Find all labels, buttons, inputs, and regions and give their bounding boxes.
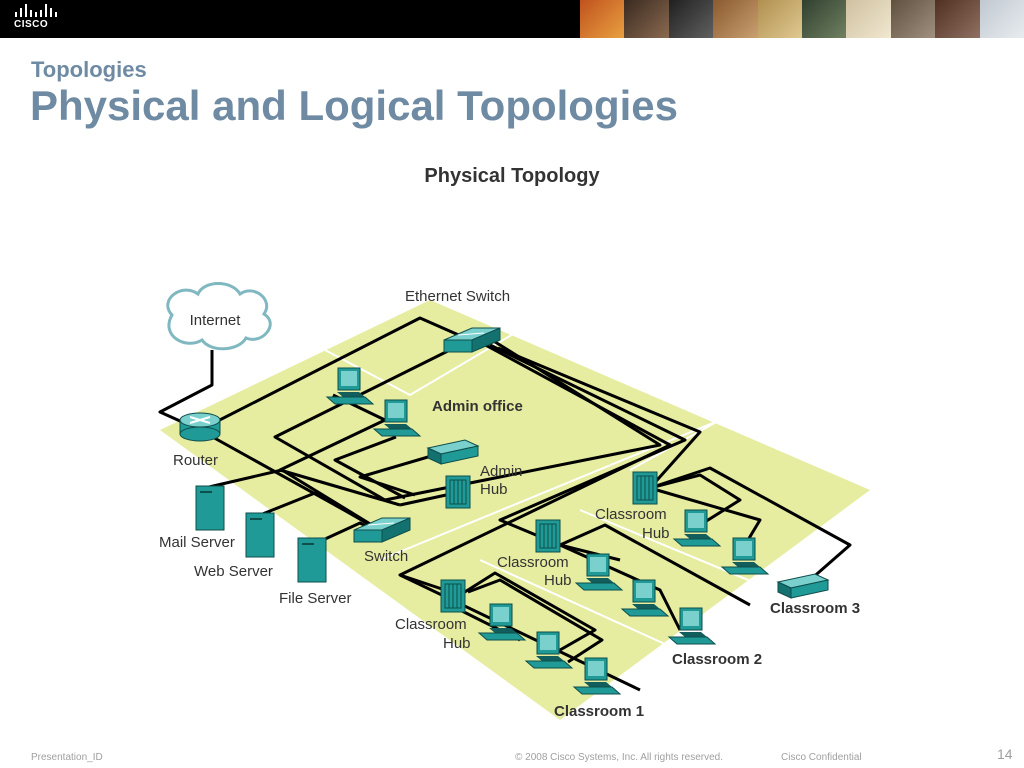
classroom-2-hub-label: Classroom [497, 554, 569, 571]
classroom-3-printer-icon [776, 573, 830, 599]
classroom-2-hub-label: Hub [544, 572, 572, 589]
admin-office-label: Admin office [432, 398, 523, 415]
room-wall [379, 419, 721, 561]
page-number: 14 [997, 746, 1013, 762]
classroom-2-hub-icon [535, 519, 561, 553]
classroom-3-hub-label: Classroom [595, 506, 667, 523]
header-photo [935, 0, 980, 38]
file-server-icon [297, 537, 327, 583]
header-photo [890, 0, 936, 38]
page-title: Physical and Logical Topologies [30, 82, 679, 129]
copyright-notice: © 2008 Cisco Systems, Inc. All rights re… [515, 752, 724, 763]
confidential-notice: Cisco Confidential [781, 752, 862, 763]
web-server-label: Web Server [194, 563, 273, 580]
physical-topology-diagram: Physical Topology Internet Ethernet Swit… [158, 165, 870, 720]
router-icon [179, 412, 221, 442]
presentation-id: Presentation_ID [31, 752, 103, 763]
cisco-bars-icon [15, 4, 57, 17]
classroom-1-hub-icon [440, 579, 466, 613]
header-bar: CISCO [0, 0, 1024, 38]
router-label: Router [173, 452, 218, 469]
classroom-3-label: Classroom 3 [770, 600, 860, 617]
diagram-title: Physical Topology [424, 165, 600, 187]
classroom-1-hub-label: Classroom [395, 616, 467, 633]
ethernet-switch-label: Ethernet Switch [405, 288, 510, 305]
web-server-icon [245, 512, 275, 558]
room-wall [479, 559, 701, 661]
admin-hub-label: Hub [480, 481, 508, 498]
admin-hub-label: Admin [480, 463, 523, 480]
classroom-3-hub-label: Hub [642, 525, 670, 542]
cisco-logo: CISCO [12, 4, 62, 34]
floor-plan [160, 300, 870, 720]
header-photo [668, 0, 714, 38]
header-photo [846, 0, 891, 38]
classroom-1-label: Classroom 1 [554, 703, 644, 720]
header-photo [802, 0, 847, 38]
cabling [158, 316, 852, 692]
header-photo [757, 0, 803, 38]
internet-cloud-icon [166, 282, 272, 351]
logo-text: CISCO [14, 19, 49, 30]
header-photo [624, 0, 669, 38]
room-wall [324, 329, 521, 397]
header-photo-strip [580, 0, 1024, 38]
header-photo [713, 0, 758, 38]
mail-server-icon [195, 485, 225, 531]
admin-hub-icon [445, 475, 471, 509]
admin-printer-icon [426, 439, 480, 465]
section-label: Topologies [31, 57, 147, 82]
header-photo [979, 0, 1024, 38]
internet-label: Internet [190, 312, 242, 329]
file-server-label: File Server [279, 590, 352, 607]
mail-server-label: Mail Server [159, 534, 235, 551]
classroom-1-hub-label: Hub [443, 635, 471, 652]
classroom-3-hub-icon [632, 471, 658, 505]
classroom-2-label: Classroom 2 [672, 651, 762, 668]
header-photo [580, 0, 625, 38]
switch-label: Switch [364, 548, 408, 565]
